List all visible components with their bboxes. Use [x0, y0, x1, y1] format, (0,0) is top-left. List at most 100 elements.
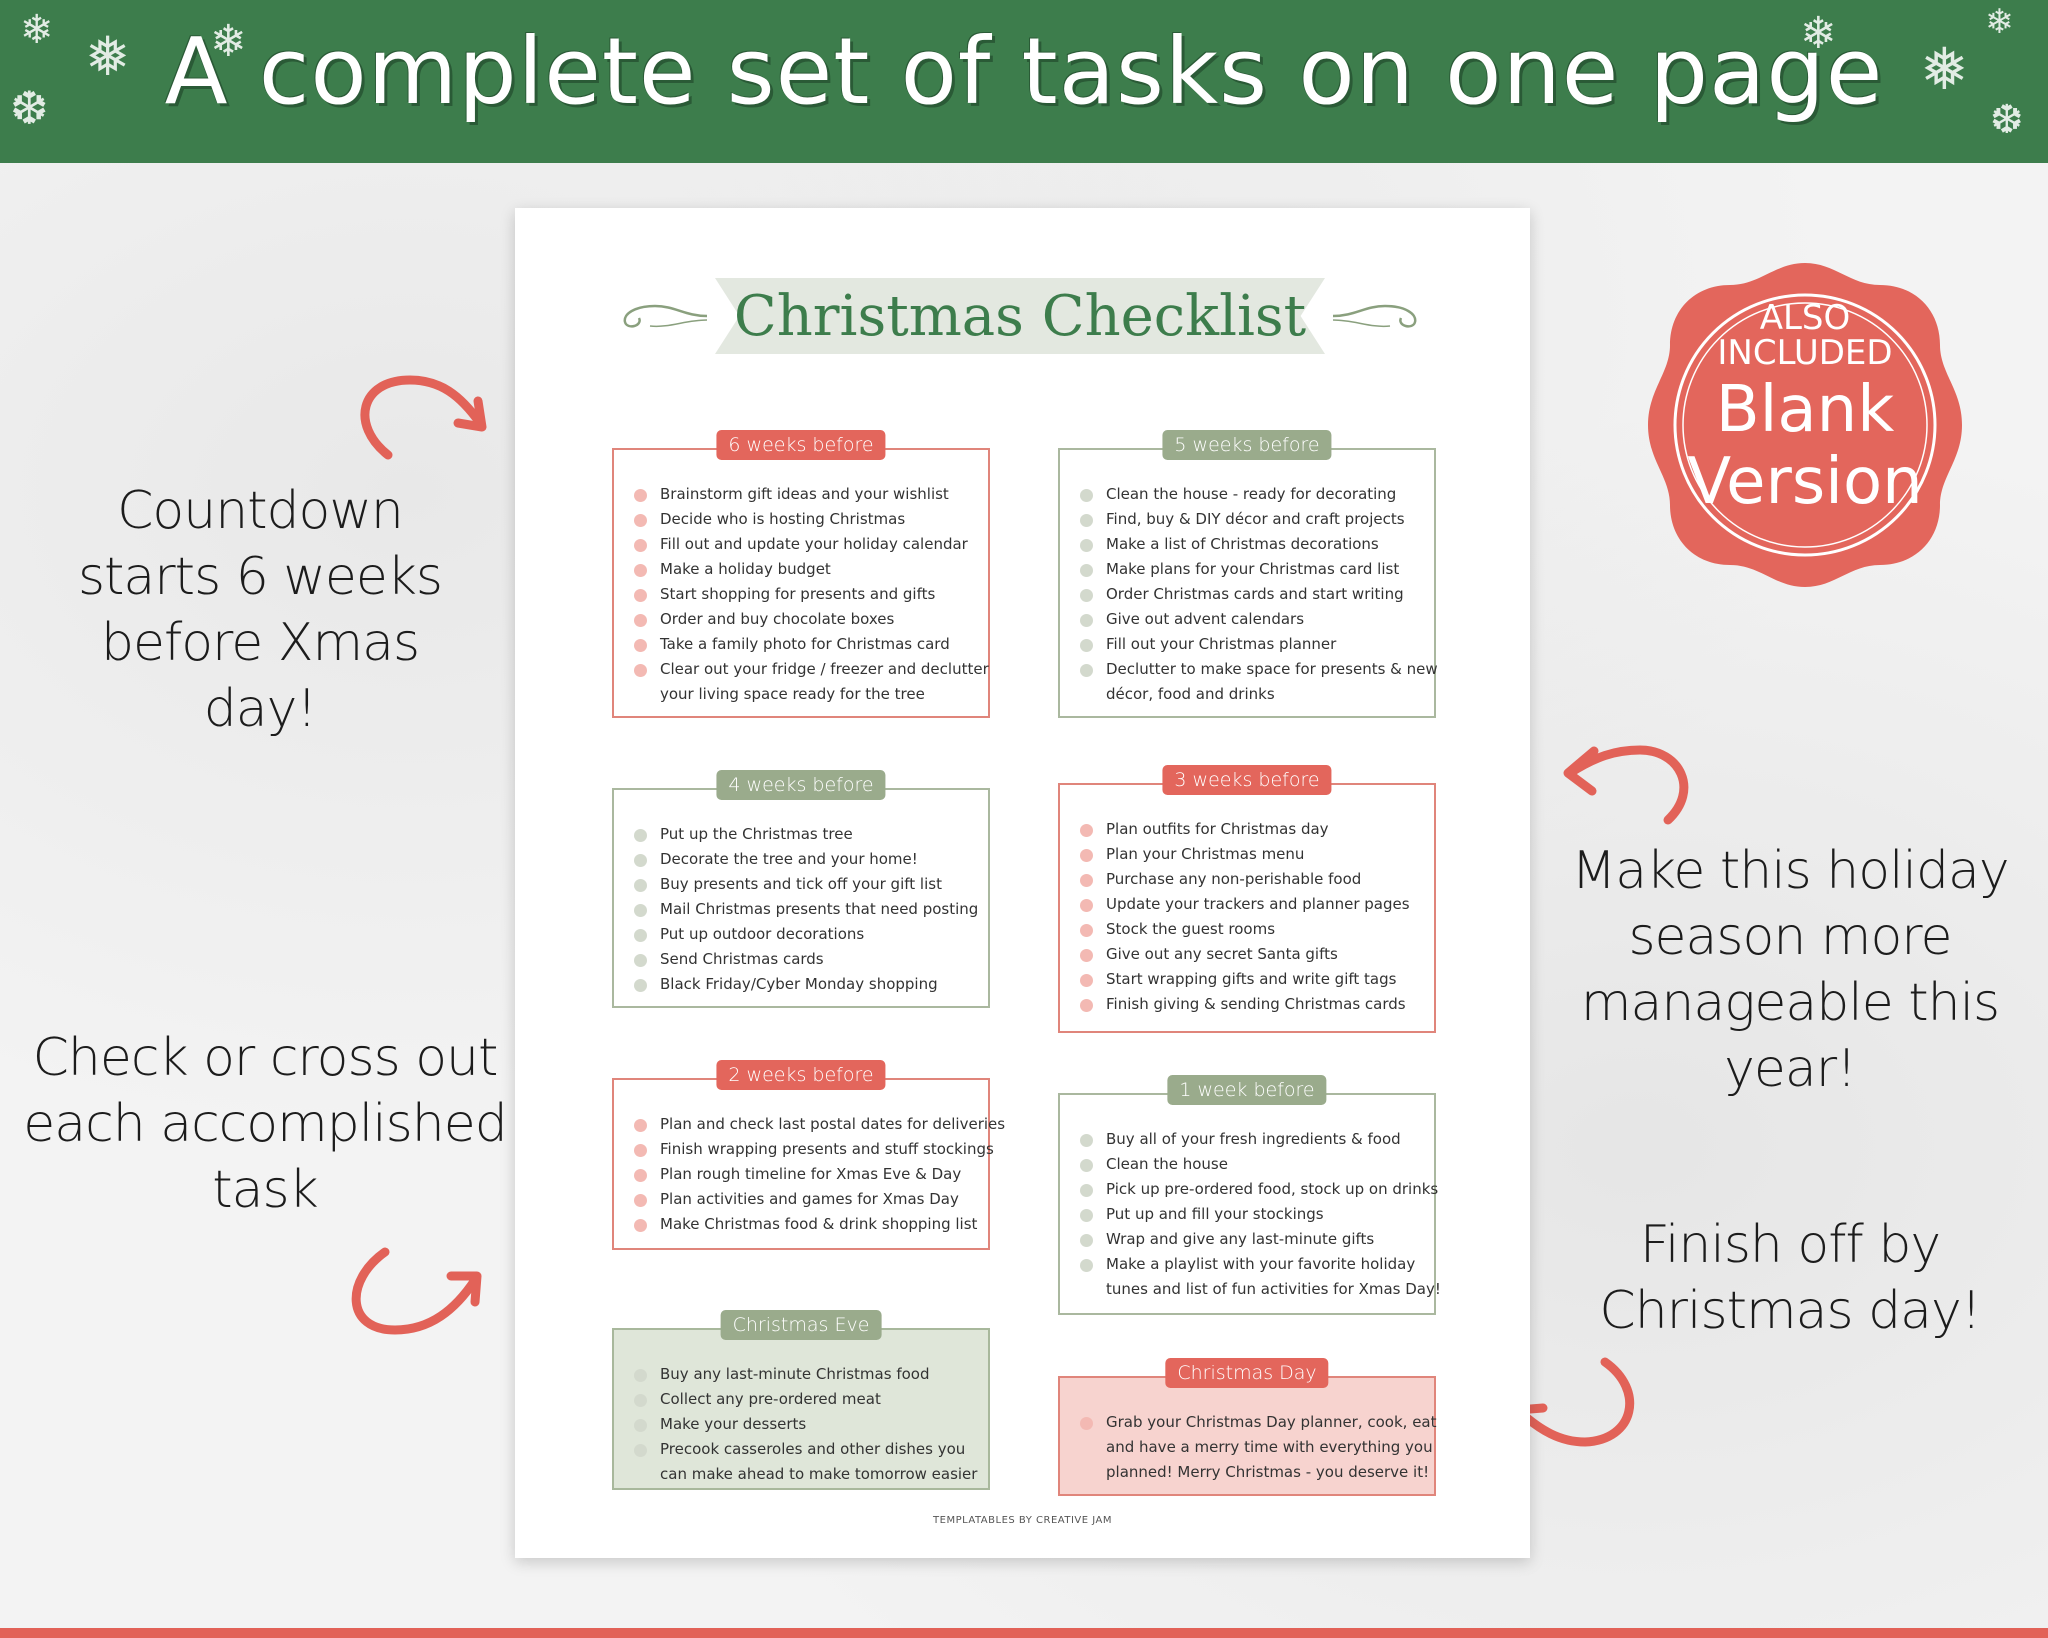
task-item[interactable]: Put up the Christmas tree	[634, 822, 974, 847]
task-item[interactable]: Decorate the tree and your home!	[634, 847, 974, 872]
snowflake-icon: ❅	[1920, 35, 1969, 103]
title-banner: ❄ ❅ ❆ ❄ ❄ ❅ ❆ ❄ A complete set of tasks …	[0, 0, 2048, 163]
task-item[interactable]: Finish giving & sending Christmas cards	[1080, 992, 1420, 1017]
task-item[interactable]: Make a playlist with your favorite holid…	[1080, 1252, 1420, 1277]
task-item[interactable]: Mail Christmas presents that need postin…	[634, 897, 978, 922]
section-label: 3 weeks before	[1162, 765, 1332, 795]
task-item[interactable]: Clean the house - ready for decorating	[1080, 482, 1420, 507]
task-item[interactable]: Black Friday/Cyber Monday shopping	[634, 972, 974, 997]
task-item[interactable]: Find, buy & DIY décor and craft projects	[1080, 507, 1420, 532]
section-5-weeks: 5 weeks before Clean the house - ready f…	[1058, 430, 1438, 718]
task-item[interactable]: Stock the guest rooms	[1080, 917, 1420, 942]
section-6-weeks: 6 weeks before Brainstorm gift ideas and…	[612, 430, 990, 718]
task-item-continued: and have a merry time with everything yo…	[1106, 1438, 1433, 1456]
task-item[interactable]: Make plans for your Christmas card list	[1080, 557, 1420, 582]
swirl-right-icon	[1332, 304, 1417, 328]
task-item[interactable]: Pick up pre-ordered food, stock up on dr…	[1080, 1177, 1438, 1202]
task-item[interactable]: Clear out your fridge / freezer and decl…	[634, 657, 989, 682]
task-item[interactable]: Order and buy chocolate boxes	[634, 607, 974, 632]
task-item[interactable]: Make a list of Christmas decorations	[1080, 532, 1420, 557]
task-list: Brainstorm gift ideas and your wishlist …	[634, 482, 989, 707]
section-label: 2 weeks before	[716, 1060, 886, 1090]
task-item[interactable]: Finish wrapping presents and stuff stock…	[634, 1137, 994, 1162]
task-item[interactable]: Make a holiday budget	[634, 557, 974, 582]
snowflake-icon: ❄	[210, 16, 247, 67]
task-item[interactable]: Put up and fill your stockings	[1080, 1202, 1420, 1227]
section-label: 1 week before	[1167, 1075, 1327, 1105]
blank-version-seal: ALSO INCLUDED Blank Version	[1640, 255, 1970, 595]
task-item[interactable]: Fill out your Christmas planner	[1080, 632, 1420, 657]
task-item[interactable]: Buy any last-minute Christmas food	[634, 1362, 974, 1387]
section-christmas-day: Christmas Day Grab your Christmas Day pl…	[1058, 1358, 1437, 1496]
snowflake-icon: ❆	[1990, 97, 2024, 143]
section-label: 5 weeks before	[1162, 430, 1332, 460]
task-item[interactable]: Order Christmas cards and start writing	[1080, 582, 1420, 607]
bottom-accent-bar	[0, 1628, 2048, 1638]
seal-line-blank: Blank	[1715, 373, 1895, 447]
snowflake-icon: ❆	[10, 81, 49, 135]
task-item[interactable]: Precook casseroles and other dishes you	[634, 1437, 974, 1462]
section-3-weeks: 3 weeks before Plan outfits for Christma…	[1058, 765, 1436, 1033]
section-1-week: 1 week before Buy all of your fresh ingr…	[1058, 1075, 1441, 1315]
task-item[interactable]: Plan rough timeline for Xmas Eve & Day	[634, 1162, 974, 1187]
task-item[interactable]: Buy presents and tick off your gift list	[634, 872, 974, 897]
task-item[interactable]: Declutter to make space for presents & n…	[1080, 657, 1438, 682]
section-label: Christmas Day	[1165, 1358, 1329, 1388]
section-4-weeks: 4 weeks before Put up the Christmas tree…	[612, 770, 990, 1008]
task-item[interactable]: Fill out and update your holiday calenda…	[634, 532, 974, 557]
check-callout: Check or cross out each accomplished tas…	[23, 1028, 507, 1220]
task-item-continued: your living space ready for the tree	[660, 685, 925, 703]
task-item[interactable]: Plan your Christmas menu	[1080, 842, 1420, 867]
task-item[interactable]: Purchase any non-perishable food	[1080, 867, 1420, 892]
arrow-icon	[1563, 745, 1689, 825]
task-list: Buy any last-minute Christmas food Colle…	[634, 1362, 978, 1487]
finish-callout: Finish off by Christmas day!	[1599, 1215, 1981, 1341]
task-item[interactable]: Start shopping for presents and gifts	[634, 582, 974, 607]
document-footer: TEMPLATABLES BY CREATIVE JAM	[933, 1515, 1112, 1526]
section-christmas-eve: Christmas Eve Buy any last-minute Christ…	[612, 1310, 990, 1490]
checklist-document: Christmas Checklist 6 weeks before Brain…	[515, 208, 1530, 1558]
task-item[interactable]: Buy all of your fresh ingredients & food	[1080, 1127, 1420, 1152]
task-item-continued: décor, food and drinks	[1106, 685, 1275, 703]
task-item[interactable]: Send Christmas cards	[634, 947, 974, 972]
manageable-callout: Make this holiday season more manageable…	[1571, 841, 2009, 1099]
task-item[interactable]: Plan and check last postal dates for del…	[634, 1112, 1005, 1137]
arrow-icon	[360, 375, 487, 460]
task-item[interactable]: Give out advent calendars	[1080, 607, 1420, 632]
task-item[interactable]: Plan activities and games for Xmas Day	[634, 1187, 974, 1212]
section-label: Christmas Eve	[720, 1310, 882, 1340]
task-item[interactable]: Update your trackers and planner pages	[1080, 892, 1420, 917]
snowflake-icon: ❅	[85, 25, 131, 88]
task-item-continued: can make ahead to make tomorrow easier	[660, 1465, 978, 1483]
task-item[interactable]: Wrap and give any last-minute gifts	[1080, 1227, 1420, 1252]
task-item[interactable]: Plan outfits for Christmas day	[1080, 817, 1420, 842]
arrow-icon	[351, 1247, 482, 1335]
document-header: Christmas Checklist	[515, 278, 1530, 354]
task-item[interactable]: Clean the house	[1080, 1152, 1420, 1177]
banner-title: A complete set of tasks on one page	[164, 18, 1884, 125]
seal-line-version: Version	[1687, 445, 1923, 519]
snowflake-icon: ❄	[1985, 2, 2014, 42]
section-label: 4 weeks before	[716, 770, 886, 800]
task-item[interactable]: Brainstorm gift ideas and your wishlist	[634, 482, 974, 507]
swirl-left-icon	[623, 304, 708, 328]
task-item[interactable]: Collect any pre-ordered meat	[634, 1387, 974, 1412]
seal-line-also: ALSO	[1759, 298, 1851, 338]
task-item[interactable]: Give out any secret Santa gifts	[1080, 942, 1420, 967]
snowflake-icon: ❄	[1800, 8, 1837, 59]
seal-badge-icon	[1648, 263, 1962, 587]
document-title: Christmas Checklist	[733, 284, 1307, 349]
task-item[interactable]: Grab your Christmas Day planner, cook, e…	[1080, 1410, 1437, 1435]
task-item[interactable]: Take a family photo for Christmas card	[634, 632, 974, 657]
section-2-weeks: 2 weeks before Plan and check last posta…	[612, 1060, 1005, 1250]
task-list: Plan outfits for Christmas day Plan your…	[1080, 817, 1420, 1017]
task-item[interactable]: Make Christmas food & drink shopping lis…	[634, 1212, 977, 1237]
task-item[interactable]: Decide who is hosting Christmas	[634, 507, 974, 532]
task-item-continued: planned! Merry Christmas - you deserve i…	[1106, 1463, 1430, 1481]
section-label: 6 weeks before	[716, 430, 886, 460]
snowflake-icon: ❄	[20, 7, 54, 53]
task-item[interactable]: Put up outdoor decorations	[634, 922, 974, 947]
task-item[interactable]: Start wrapping gifts and write gift tags	[1080, 967, 1420, 992]
task-list: Plan and check last postal dates for del…	[634, 1112, 1005, 1237]
task-item[interactable]: Make your desserts	[634, 1412, 974, 1437]
